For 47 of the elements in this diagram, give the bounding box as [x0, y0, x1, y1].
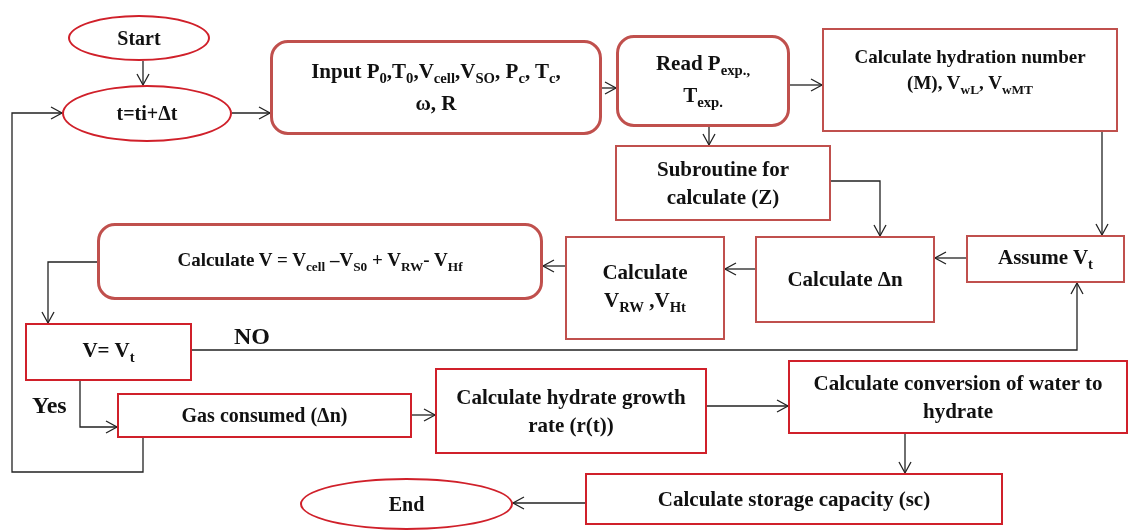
arrow — [724, 262, 756, 276]
node-text: Assume V$_{t}$ — [997, 244, 1094, 275]
process-box — [435, 368, 707, 454]
node-text: Calculate Δn — [786, 266, 904, 294]
node-text: Input P$_{0}$,T$_{0}$,V$_{cell}$,V$_{SO}$, P$_{c}$, T$_{c}$, ω, R — [310, 58, 562, 118]
arrow — [512, 496, 586, 510]
node-text: t=ti+Δt — [115, 101, 179, 126]
process-box — [966, 235, 1125, 283]
arrow — [702, 126, 716, 146]
process-box — [117, 393, 412, 438]
process-box — [822, 28, 1118, 132]
node-text: Calculate conversion of water to hydrate — [812, 369, 1104, 425]
arrow — [789, 78, 823, 92]
arrow — [136, 60, 150, 86]
process-box — [615, 145, 831, 221]
arrow — [411, 408, 436, 422]
arrow — [542, 259, 566, 273]
node-text: Calculate hydration number (M), V$_{wL}$, V$_{wMT}$ — [853, 45, 1087, 99]
node-text: Start — [116, 25, 162, 51]
node-text: V= V$_{t}$ — [81, 337, 136, 368]
arrow — [601, 81, 617, 95]
process-box — [585, 473, 1003, 525]
process-box — [565, 236, 725, 340]
arrow — [231, 106, 271, 120]
node-text: Calculate hydrate growth rate (r(t)) — [455, 383, 687, 439]
process-box — [616, 35, 790, 127]
node-text: Calculate V = V$_{cell}$ –V$_{S0}$ + V$_{RW}$- V$_{Hf}$ — [176, 248, 464, 276]
process-box — [97, 223, 543, 300]
arrow — [79, 380, 118, 434]
arrow — [830, 180, 887, 237]
arrow — [898, 433, 912, 474]
process-box — [788, 360, 1128, 434]
process-box — [25, 323, 192, 381]
arrow — [706, 399, 789, 413]
node-text: Gas consumed (Δn) — [180, 403, 349, 429]
arrow — [1095, 131, 1109, 236]
process-box — [755, 236, 935, 323]
node-text: Read P$_{exp.,}$ T$_{exp.}$ — [654, 49, 752, 113]
node-text: Calculate storage capacity (sc) — [656, 485, 932, 513]
arrow — [191, 282, 1084, 351]
arrow — [11, 106, 144, 473]
process-box — [270, 40, 602, 135]
arrow — [41, 261, 98, 324]
node-text: Calculate V$_{RW}$ ,V$_{Ht}$ — [601, 258, 689, 318]
arrow — [934, 251, 967, 265]
node-text: Subroutine for calculate (Z) — [655, 155, 791, 211]
node-text: End — [387, 491, 426, 517]
